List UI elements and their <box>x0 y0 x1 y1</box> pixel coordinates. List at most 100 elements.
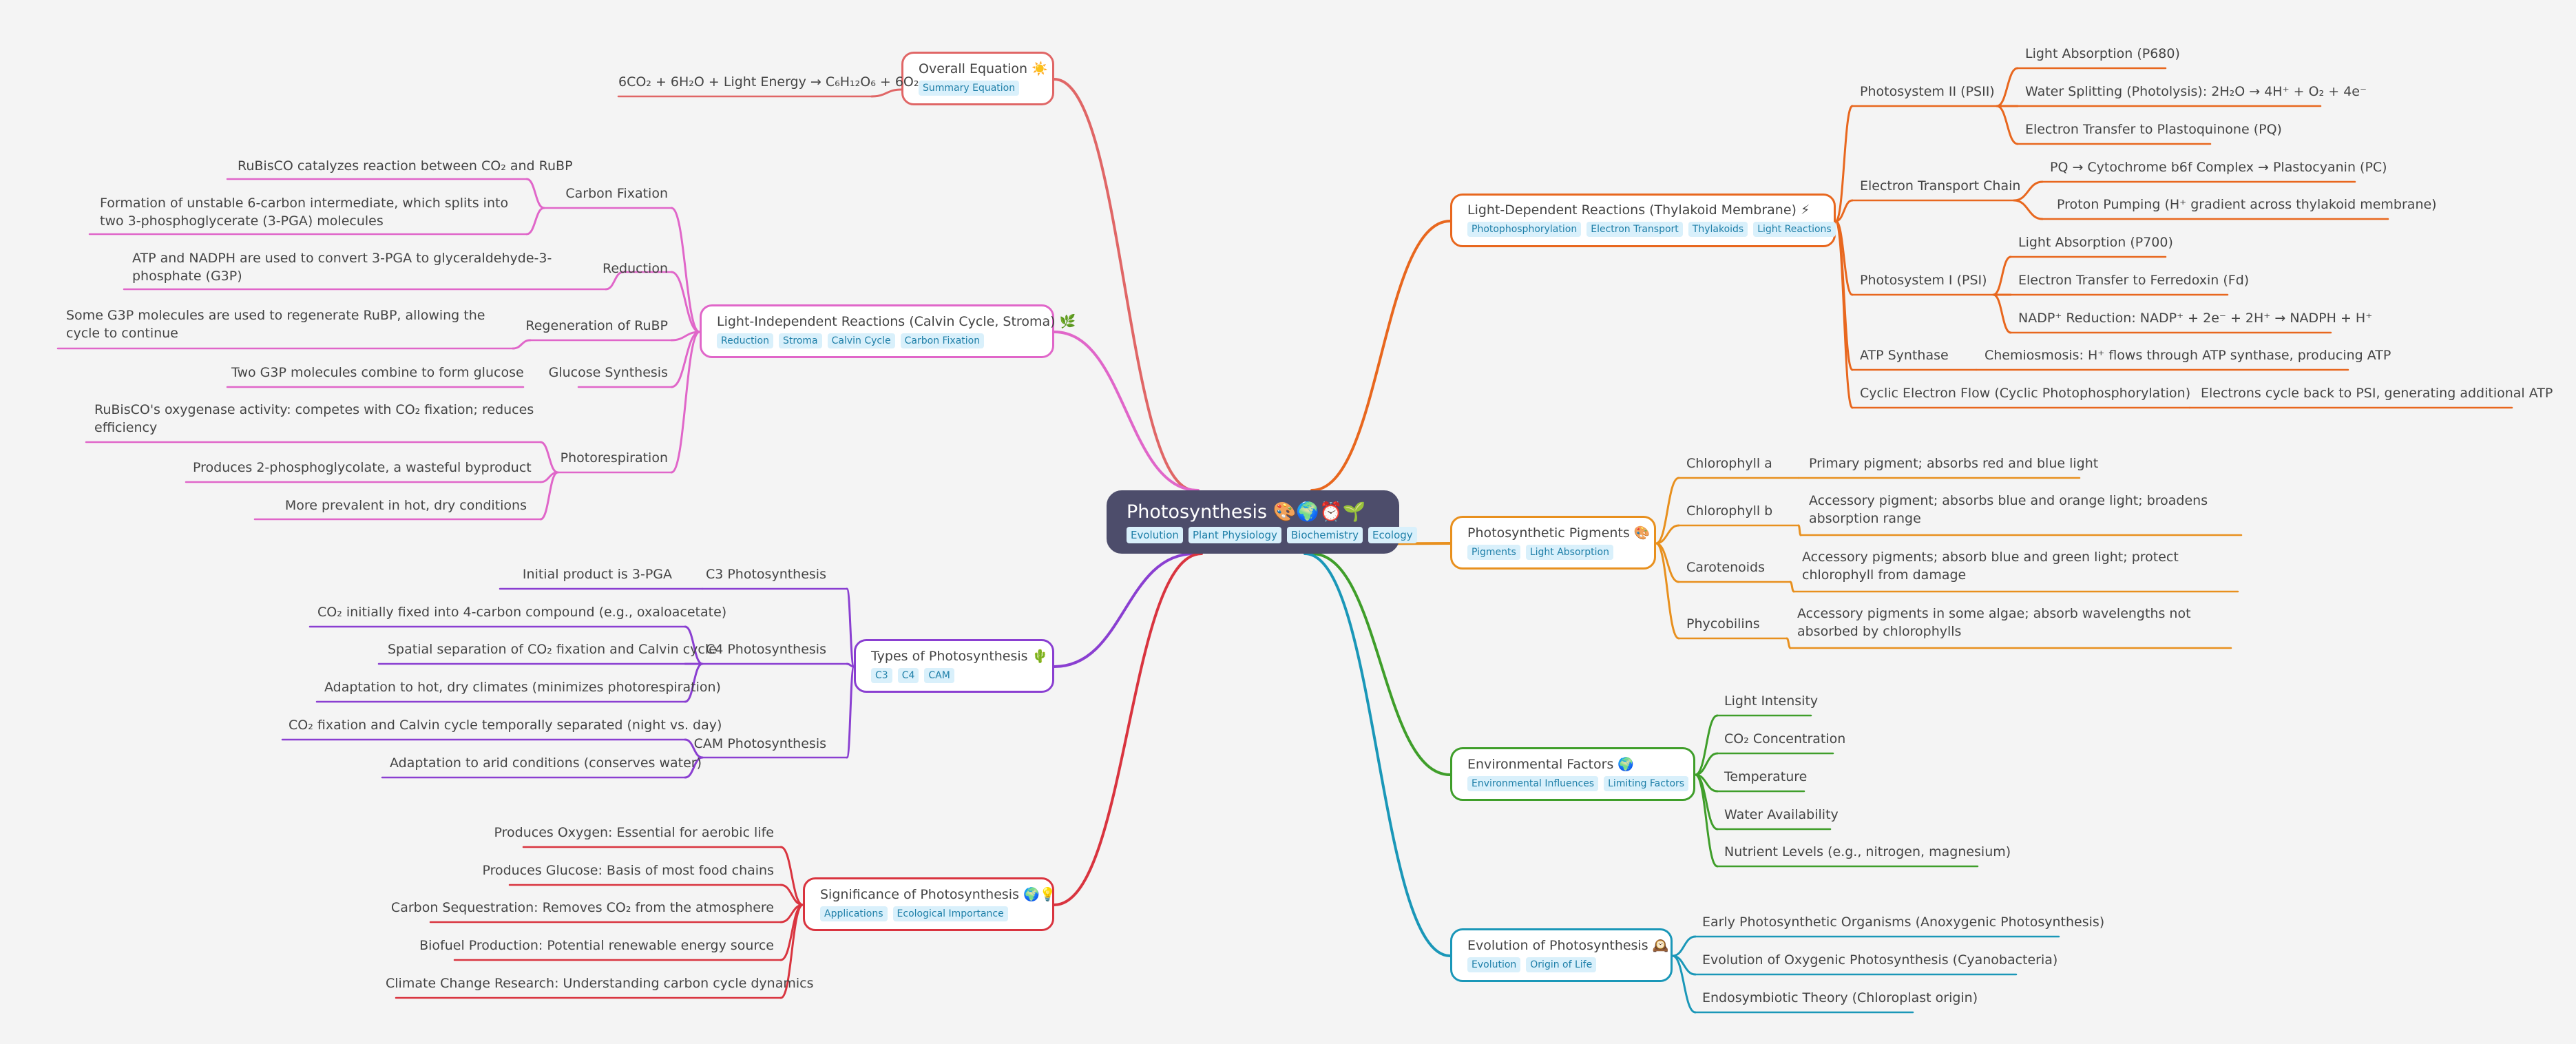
leaf-link <box>1992 293 2012 334</box>
leaf-link <box>1996 105 2019 145</box>
leaf-item: Water Splitting (Photolysis): 2H₂O → 4H⁺… <box>2025 84 2367 99</box>
leaf-link <box>779 904 804 999</box>
leaf-link <box>1694 773 1719 868</box>
leaf-item: Early Photosynthetic Organisms (Anoxygen… <box>1702 915 2105 930</box>
leaf-item: Accessory pigments in some algae; absorb… <box>1797 606 2191 639</box>
branch-tag: Calvin Cycle <box>827 333 895 348</box>
leaf-item: Produces Oxygen: Essential for aerobic l… <box>494 825 775 840</box>
leaf-item: Primary pigment; absorbs red and blue li… <box>1809 456 2099 471</box>
leaf-link <box>539 471 559 521</box>
leaf-link <box>684 662 704 703</box>
leaf-item: Spatial separation of CO₂ fixation and C… <box>388 642 717 657</box>
group-link <box>1834 199 1854 222</box>
leaf-item: Electron Transfer to Ferredoxin (Fd) <box>2018 273 2250 288</box>
leaf-link <box>779 846 804 906</box>
branch-title: Environmental Factors 🌍 <box>1467 757 1635 772</box>
branch-tag: Light Absorption <box>1525 545 1613 560</box>
branch-tag: Applications <box>820 906 888 921</box>
group-link <box>1834 105 1854 222</box>
branch-tag: Ecological Importance <box>892 906 1008 921</box>
branch-title: Light-Independent Reactions (Calvin Cycl… <box>717 314 1076 329</box>
branch-link <box>1310 220 1452 492</box>
leaf-item: CO₂ fixation and Calvin cycle temporally… <box>289 718 722 733</box>
leaf-link <box>2013 199 2044 220</box>
branch-tag: Pigments <box>1467 545 1520 560</box>
leaf-link <box>684 625 704 665</box>
branch-link <box>1053 552 1203 906</box>
group-label: CAM Photosynthesis <box>693 736 826 751</box>
branch-title: Significance of Photosynthesis 🌍💡 <box>820 887 1056 902</box>
branch-title: Overall Equation ☀️ <box>919 61 1048 76</box>
branch-title: Types of Photosynthesis 🌵 <box>871 649 1049 664</box>
root-tag: Plant Physiology <box>1188 527 1281 543</box>
root-tag: Ecology <box>1368 527 1417 543</box>
group-label: C4 Photosynthesis <box>705 642 826 657</box>
branch-link <box>1053 78 1196 492</box>
branch-tag: C4 <box>897 668 919 683</box>
leaf-item: More prevalent in hot, dry conditions <box>284 498 527 513</box>
branch-tag: Light Reactions <box>1753 222 1836 237</box>
group-link <box>846 665 855 759</box>
leaf-link <box>1671 935 1697 957</box>
branch-tag: Summary Equation <box>919 81 1020 96</box>
leaf-item: CO₂ Concentration <box>1724 731 1846 747</box>
branch-link <box>1053 331 1200 492</box>
leaf-item: Nutrient Levels (e.g., nitrogen, magnesi… <box>1724 844 2011 859</box>
group-label: Glucose Synthesis <box>548 365 668 380</box>
group-label: Carbon Fixation <box>565 186 668 201</box>
branch-calvin-cycle[interactable]: Light-Independent Reactions (Calvin Cycl… <box>700 304 1076 358</box>
leaf-item: Initial product is 3-PGA <box>522 567 672 582</box>
leaf-link <box>605 271 625 291</box>
leaf-link <box>1797 524 1802 536</box>
group-label: Chlorophyll a <box>1686 456 1772 471</box>
leaf-item: PQ → Cytochrome b6f Complex → Plastocyan… <box>2050 160 2387 175</box>
branch-link <box>1053 552 1196 668</box>
group-link <box>670 331 701 474</box>
group-label: Photorespiration <box>560 450 668 466</box>
branch-pigments[interactable]: Photosynthetic Pigments 🎨 Pigments Light … <box>1450 516 1656 570</box>
group-label: Regeneration of RuBP <box>525 318 668 333</box>
branch-evolution[interactable]: Evolution of Photosynthesis 🕰️ Evolution… <box>1450 928 1673 982</box>
branch-tag: Stroma <box>779 333 822 348</box>
branch-overall-equation[interactable]: Overall Equation ☀️ Summary Equation <box>901 52 1054 105</box>
branch-tag: Environmental Influences <box>1467 776 1599 791</box>
branch-tag: Electron Transport <box>1587 222 1683 237</box>
leaf-item: Carbon Sequestration: Removes CO₂ from t… <box>390 900 774 915</box>
leaf-item: Adaptation to arid conditions (conserves… <box>390 755 702 771</box>
leaf-link <box>1694 714 1719 776</box>
group-link <box>846 587 855 668</box>
branch-title: Photosynthetic Pigments 🎨 <box>1467 525 1651 541</box>
leaf-item: Biofuel Production: Potential renewable … <box>419 938 774 953</box>
branch-tag: Reduction <box>717 333 773 348</box>
leaf-link <box>512 339 532 350</box>
leaf-item: Light Intensity <box>1724 693 1819 709</box>
leaf-item: Evolution of Oxygenic Photosynthesis (Cy… <box>1702 952 2058 968</box>
leaf-item: NADP⁺ Reduction: NADP⁺ + 2e⁻ + 2H⁺ → NAD… <box>2018 311 2373 326</box>
leaf-item: Accessory pigments; absorb blue and gree… <box>1802 550 2179 583</box>
branch-tag: Evolution <box>1467 957 1521 972</box>
leaf-overall-equation: 6CO₂ + 6H₂O + Light Energy → C₆H₁₂O₆ + 6… <box>618 74 919 90</box>
group-link <box>670 331 701 388</box>
group-link <box>1655 524 1680 545</box>
group-label: Reduction <box>603 261 668 276</box>
leaf-link <box>525 178 545 209</box>
group-label: C3 Photosynthesis <box>705 567 826 582</box>
leaf-item: Light Absorption (P680) <box>2025 46 2180 61</box>
group-link <box>1834 220 1854 409</box>
group-label: Photosystem I (PSI) <box>1860 273 1987 288</box>
leaf-link <box>684 756 704 779</box>
branch-significance[interactable]: Significance of Photosynthesis 🌍💡 Applic… <box>803 877 1056 931</box>
branch-tag: Photophosphorylation <box>1467 222 1582 237</box>
branch-tag: CAM <box>924 668 954 683</box>
group-label: ATP Synthase <box>1860 348 1949 363</box>
group-label: Photosystem II (PSII) <box>1860 84 1995 99</box>
leaf-item: ATP and NADPH are used to convert 3-PGA … <box>132 251 552 284</box>
branch-environment[interactable]: Environmental Factors 🌍 Environmental In… <box>1450 747 1695 801</box>
leaf-item: Chemiosmosis: H⁺ flows through ATP synth… <box>1985 348 2391 363</box>
leaf-item: Accessory pigment; absorbs blue and oran… <box>1809 493 2208 526</box>
branch-light-dependent[interactable]: Light-Dependent Reactions (Thylakoid Mem… <box>1450 194 1836 247</box>
group-label: Electron Transport Chain <box>1860 178 2021 194</box>
leaf-item: Water Availability <box>1724 807 1839 822</box>
